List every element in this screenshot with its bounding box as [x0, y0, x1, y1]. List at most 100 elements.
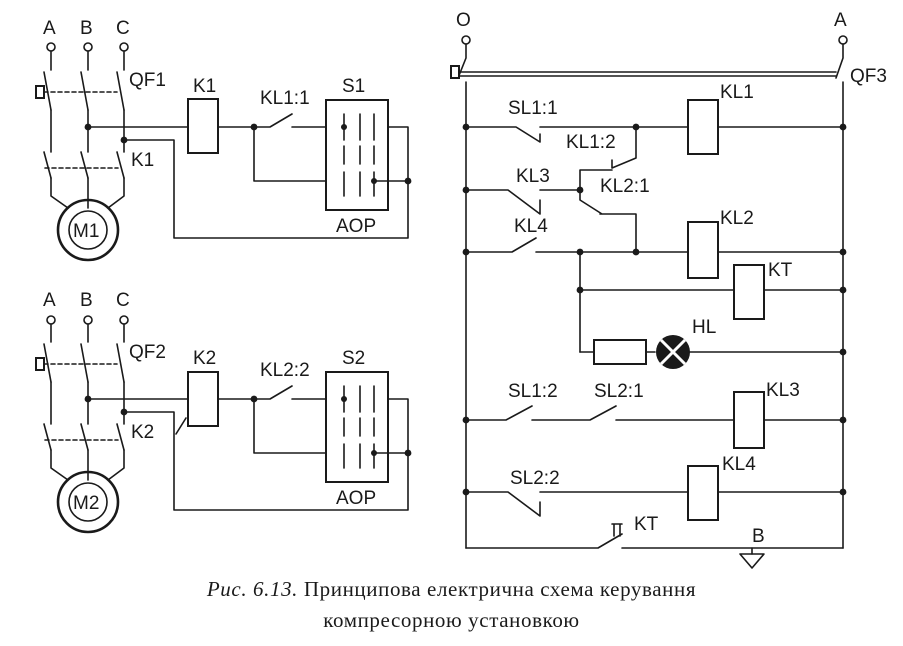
kl4-coil	[687, 465, 719, 521]
qf2-label: QF2	[129, 342, 166, 363]
s1-label: S1	[342, 76, 365, 97]
motor2-feed-wires	[50, 449, 125, 481]
kl2-coil-label: KL2	[720, 208, 754, 229]
motor-m2-label: M2	[73, 493, 99, 514]
sl1-2-label: SL1:2	[508, 381, 558, 402]
kl3-coil-label: KL3	[766, 380, 800, 401]
motor1-power-wires	[50, 109, 125, 153]
qf3-label: QF3	[850, 66, 887, 87]
terminal-a-label: A	[834, 10, 847, 31]
phase-b-label: B	[80, 18, 93, 39]
caption-title: Принципова електрична схема керування	[303, 577, 697, 601]
caption-line-1: Рис. 6.13. Принципова електрична схема к…	[0, 574, 903, 605]
s2-label: S2	[342, 348, 365, 369]
qf1-release	[35, 85, 45, 99]
control-circuit: O A QF3 SL1:1 KL1 KL1:2 KL3 KL2:1 KL4	[450, 10, 887, 569]
wire	[253, 398, 335, 454]
motor2-power-wires	[50, 381, 125, 425]
motor-m2-inner	[68, 482, 108, 522]
qf2-blades	[43, 343, 125, 383]
k1-main-contacts	[43, 151, 125, 179]
junction	[839, 416, 847, 424]
caption-line-2: компресорною установкою	[323, 608, 580, 632]
kt-timer-mark	[611, 523, 623, 537]
kl1-coil-label: KL1	[720, 82, 754, 103]
lamp-cross-icon	[659, 338, 687, 366]
figure-number: Рис. 6.13.	[206, 577, 299, 601]
qf1-input-wires	[50, 50, 125, 71]
k2-coil	[187, 371, 219, 427]
kl4-coil-label: KL4	[722, 454, 756, 475]
k1-coil-label: K1	[193, 76, 216, 97]
s1-contact-dot	[341, 124, 347, 130]
kl1-1-label: KL1:1	[260, 88, 310, 109]
s1-switch-block	[325, 99, 389, 211]
kt-timer-contact	[465, 533, 844, 549]
k2-coil-mark	[175, 417, 187, 435]
junction	[404, 177, 412, 185]
qf3-linkage	[459, 71, 837, 77]
s2-return-wire	[123, 398, 409, 511]
motor-circuit-2: A B C QF2 K2 M2 K2 KL2:2 S2 AOP	[35, 290, 412, 534]
k2-main-contacts	[43, 423, 125, 451]
kl2-1-label: KL2:1	[600, 176, 650, 197]
phase-c-terminal	[119, 42, 129, 52]
kl2-2-label: KL2:2	[260, 360, 310, 381]
phase-b-terminal	[83, 315, 93, 325]
junction	[632, 248, 640, 256]
phase-a-terminal	[46, 315, 56, 325]
kt-coil-label: KT	[768, 260, 793, 281]
terminal-o	[461, 35, 471, 45]
qf1-label: QF1	[129, 70, 166, 91]
qf2-input-wires	[50, 323, 125, 343]
output-arrow-icon	[739, 553, 765, 569]
s1-return-wire	[123, 126, 409, 239]
kl4-contact	[465, 237, 689, 253]
sl2-1-label: SL2:1	[594, 381, 644, 402]
phase-c-label: C	[116, 18, 130, 39]
kl3-coil	[733, 391, 765, 449]
kl1-2-contact	[611, 126, 637, 169]
terminal-a	[838, 35, 848, 45]
motor-m2-outer	[56, 470, 120, 534]
qf3-release	[450, 65, 460, 79]
s2-contact-dot	[341, 396, 347, 402]
junction	[839, 123, 847, 131]
phase-a-terminal	[46, 42, 56, 52]
s2-mode-label: AOP	[336, 488, 376, 509]
phase-a-label: A	[43, 290, 56, 311]
output-b-label: B	[752, 526, 765, 547]
qf3-blades	[457, 43, 844, 79]
sl2-2-contact	[465, 491, 689, 517]
phase-b-terminal	[83, 42, 93, 52]
sl2-2-label: SL2:2	[510, 468, 560, 489]
motor-circuit-1: A B C QF1 K1 M1 K1 KL1:1 S1	[35, 18, 412, 262]
phase-c-label: C	[116, 290, 130, 311]
motor1-feed-wires	[50, 177, 125, 209]
wire	[253, 126, 335, 182]
s1-mode-label: AOP	[336, 216, 376, 237]
junction	[839, 348, 847, 356]
kl2-coil	[687, 221, 719, 279]
kl4-label: KL4	[514, 216, 548, 237]
junction	[839, 488, 847, 496]
k1-coil	[187, 98, 219, 154]
kl2-1-contact	[579, 189, 637, 253]
motor-m1-label: M1	[73, 221, 99, 242]
lamp-resistor	[593, 339, 647, 365]
kt-contact-label: KT	[634, 514, 659, 535]
phase-a-label: A	[43, 18, 56, 39]
s2-switch-block	[325, 371, 389, 483]
kl3-contact	[465, 169, 613, 215]
phase-c-terminal	[119, 315, 129, 325]
qf2-release	[35, 357, 45, 371]
control-circuit-diagram: A B C QF1 K1 M1 K1 KL1:1 S1	[35, 10, 887, 569]
sl1-1-label: SL1:1	[508, 98, 558, 119]
k2-coil-label: K2	[193, 348, 216, 369]
qf1-blades	[43, 71, 125, 111]
terminal-o-label: O	[456, 10, 471, 31]
sl1-1-contact	[465, 126, 689, 143]
k2-aux-label: K2	[131, 422, 154, 443]
kl3-label: KL3	[516, 166, 550, 187]
kl1-2-label: KL1:2	[566, 132, 616, 153]
